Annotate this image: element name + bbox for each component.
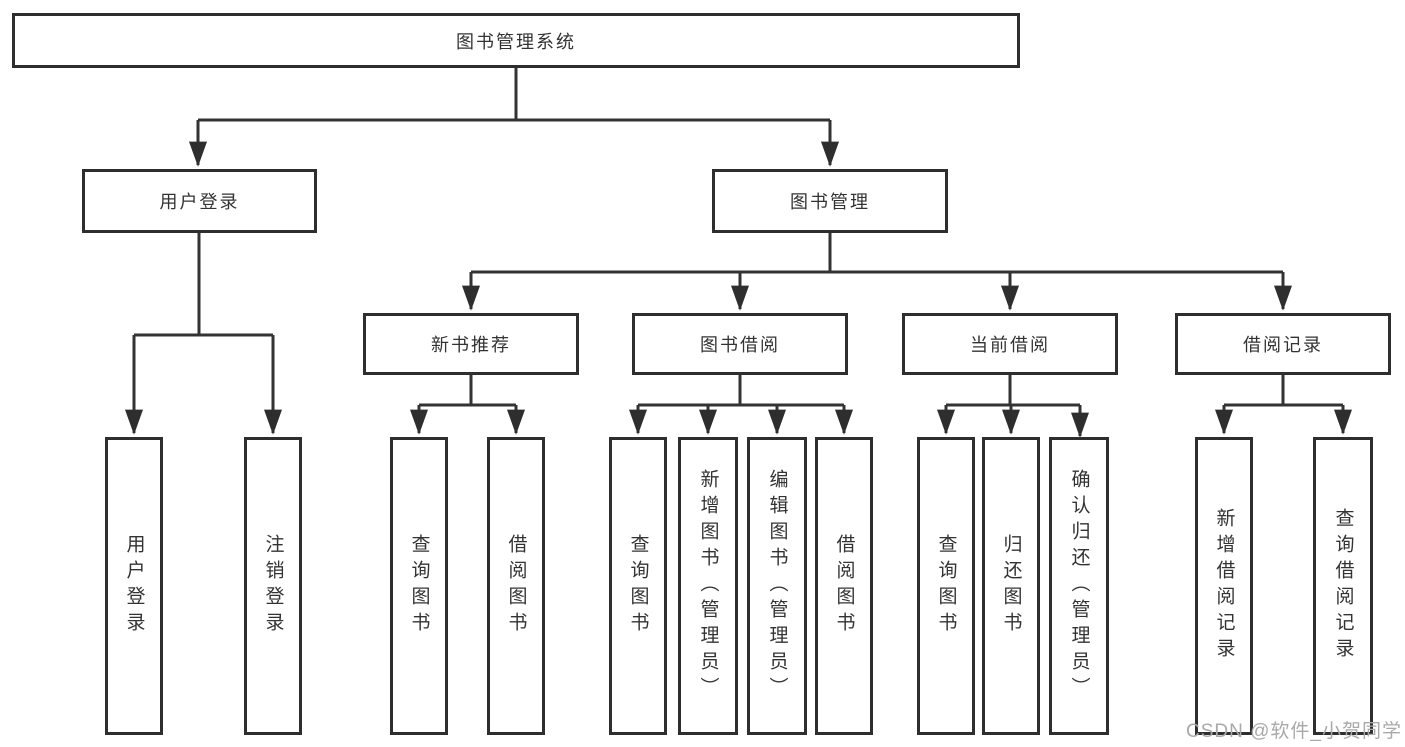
node-label: 注销登录 (262, 534, 284, 638)
node-label: 新增借阅记录 (1213, 508, 1235, 664)
node-borrow-records: 借阅记录 (1175, 313, 1391, 375)
leaf-logout: 注销登录 (244, 437, 302, 735)
connector-user-login-children (125, 233, 282, 435)
node-label: 借阅图书 (505, 534, 527, 638)
node-book-management: 图书管理 (712, 169, 948, 233)
node-label: 新书推荐 (431, 335, 511, 355)
leaf-query-books-current: 查询图书 (917, 437, 975, 735)
leaf-add-book-admin: 新增图书（管理员） (678, 437, 738, 735)
node-library-management-system: 图书管理系统 (12, 13, 1020, 68)
node-current-borrow: 当前借阅 (902, 313, 1118, 375)
leaf-confirm-return-admin: 确认归还（管理员） (1049, 437, 1109, 735)
node-label: 确认归还（管理员） (1068, 469, 1090, 703)
leaf-add-borrow-record: 新增借阅记录 (1195, 437, 1253, 735)
connector-book-borrow-children (629, 375, 853, 435)
leaf-borrow-books-recommend: 借阅图书 (487, 437, 545, 735)
node-label: 查询借阅记录 (1332, 508, 1354, 664)
leaf-query-books-borrow: 查询图书 (609, 437, 667, 735)
node-label: 借阅图书 (833, 534, 855, 638)
node-new-book-recommend: 新书推荐 (363, 313, 579, 375)
node-label: 借阅记录 (1243, 335, 1323, 355)
leaf-edit-book-admin: 编辑图书（管理员） (747, 437, 807, 735)
node-label: 用户登录 (159, 192, 240, 212)
node-label: 查询图书 (408, 534, 430, 638)
connector-new-book-recommend-children (410, 375, 525, 435)
node-label: 新增图书（管理员） (697, 469, 719, 703)
node-book-borrow: 图书借阅 (632, 313, 848, 375)
leaf-borrow-books: 借阅图书 (815, 437, 873, 735)
connector-root-to-level2 (189, 68, 839, 167)
node-label: 图书管理系统 (456, 31, 576, 52)
connector-book-management-children (462, 233, 1292, 311)
leaf-query-borrow-record: 查询借阅记录 (1313, 437, 1373, 735)
leaf-user-login: 用户登录 (105, 437, 163, 735)
node-label: 查询图书 (935, 534, 957, 638)
connector-borrow-records-children (1215, 375, 1352, 435)
csdn-watermark: CSDN @软件_小贺同学 (1186, 721, 1402, 742)
node-label: 查询图书 (627, 534, 649, 638)
node-label: 编辑图书（管理员） (766, 469, 788, 703)
node-label: 图书管理 (790, 192, 870, 212)
node-label: 图书借阅 (700, 335, 780, 355)
node-user-login: 用户登录 (82, 169, 317, 233)
leaf-query-books-recommend: 查询图书 (390, 437, 448, 735)
node-label: 当前借阅 (970, 335, 1050, 355)
node-label: 用户登录 (123, 534, 145, 638)
node-label: 归还图书 (1000, 534, 1022, 638)
connector-current-borrow-children (937, 375, 1089, 438)
leaf-return-books: 归还图书 (982, 437, 1040, 735)
